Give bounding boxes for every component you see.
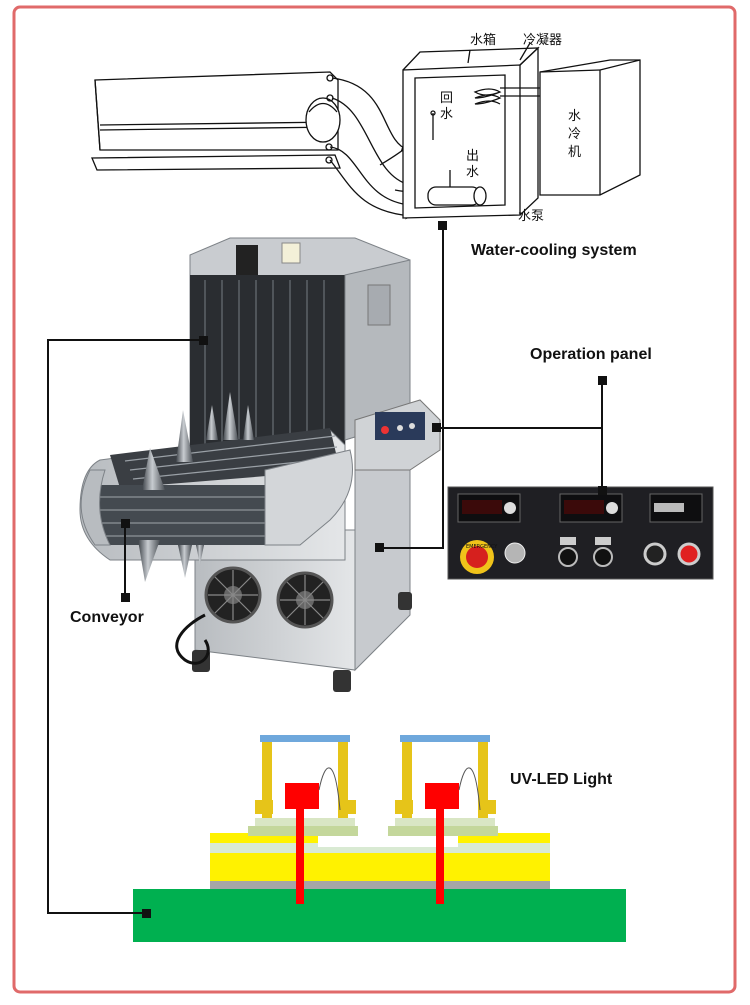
return-water-label: 回 — [440, 91, 453, 106]
return-water-label-2: 水 — [440, 107, 453, 122]
cooling-fan-right — [276, 571, 334, 629]
uv-led-diagram — [133, 735, 626, 942]
water-cooling-label: Water-cooling system — [471, 242, 637, 259]
green-substrate — [133, 889, 626, 942]
chiller-label-3: 机 — [568, 145, 581, 160]
outlet-water-label-2: 水 — [466, 165, 479, 180]
callout-markers — [121, 221, 607, 918]
uv-led-label: UV-LED Light — [510, 771, 613, 788]
water-cooling-sketch — [91, 42, 641, 220]
emergency-text: EMERGENCY — [466, 544, 498, 550]
led-chip-left — [285, 783, 319, 809]
led-chip-right — [425, 783, 459, 809]
outer-frame — [12, 5, 737, 994]
condenser-label: 冷凝器 — [523, 32, 562, 48]
chiller-label-2: 冷 — [568, 127, 581, 142]
chiller-label-1: 水 — [568, 109, 581, 124]
cooling-fan-left — [204, 566, 262, 624]
operation-panel-image: EMERGENCY — [447, 486, 714, 580]
uv-curing-machine — [79, 237, 441, 692]
outlet-water-label: 出 — [466, 149, 479, 164]
water-pump-label: 水泵 — [518, 209, 544, 224]
conveyor-label: Conveyor — [70, 609, 144, 626]
water-tank-label: 水箱 — [470, 32, 496, 48]
callout-lines — [47, 225, 603, 914]
operation-panel-label: Operation panel — [530, 346, 652, 363]
